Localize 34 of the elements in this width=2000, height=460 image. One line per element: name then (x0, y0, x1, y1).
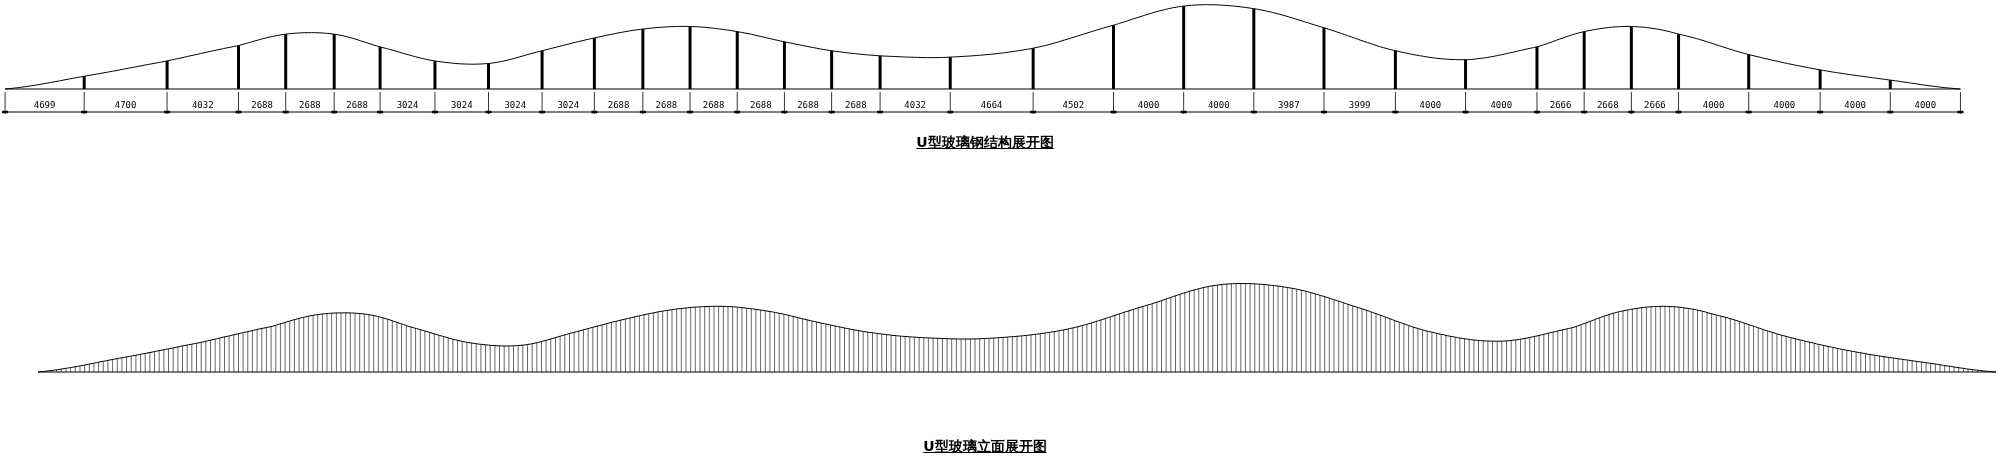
dimension-label: 2688 (701, 100, 726, 110)
dimension-label: 2668 (1595, 100, 1620, 110)
dimension-label: 4699 (32, 100, 57, 110)
dimension-label: 4032 (190, 100, 215, 110)
dimension-label: 4000 (1206, 100, 1231, 110)
dimension-label: 4032 (903, 100, 927, 110)
dimension-label: 3024 (395, 100, 420, 110)
dimension-label: 2688 (844, 100, 868, 110)
dimension-label: 3024 (449, 100, 474, 110)
dimension-label: 2666 (1643, 100, 1667, 110)
dimension-label: 4000 (1843, 100, 1868, 110)
dimension-label: 2666 (1548, 100, 1573, 110)
dimension-label: 2688 (345, 100, 369, 110)
dimension-label: 4000 (1489, 100, 1514, 110)
dimension-label: 4000 (1418, 100, 1443, 110)
dimension-label: 2688 (654, 100, 679, 110)
dimension-label: 2688 (749, 100, 773, 110)
dimension-label: 3024 (503, 100, 528, 110)
dimension-label: 2688 (250, 100, 274, 110)
dimension-label: 2688 (606, 100, 631, 110)
dimension-label: 3999 (1347, 100, 1372, 110)
dimension-label: 4000 (1913, 100, 1938, 110)
dimension-label: 4000 (1772, 100, 1797, 110)
dimension-label: 2688 (796, 100, 820, 110)
drawing-title: U型玻璃立面展开图 (923, 438, 1047, 456)
dimension-label: 4000 (1701, 100, 1726, 110)
dimension-label: 2688 (298, 100, 322, 110)
dimension-label: 3024 (556, 100, 581, 110)
dimension-label: 4000 (1136, 100, 1161, 110)
dimension-label: 4502 (1061, 100, 1086, 110)
dimension-label: 4700 (113, 100, 138, 110)
dimension-label: 4664 (979, 100, 1004, 110)
dimension-label: 3987 (1277, 100, 1301, 110)
drawing-title: U型玻璃钢结构展开图 (916, 134, 1054, 152)
